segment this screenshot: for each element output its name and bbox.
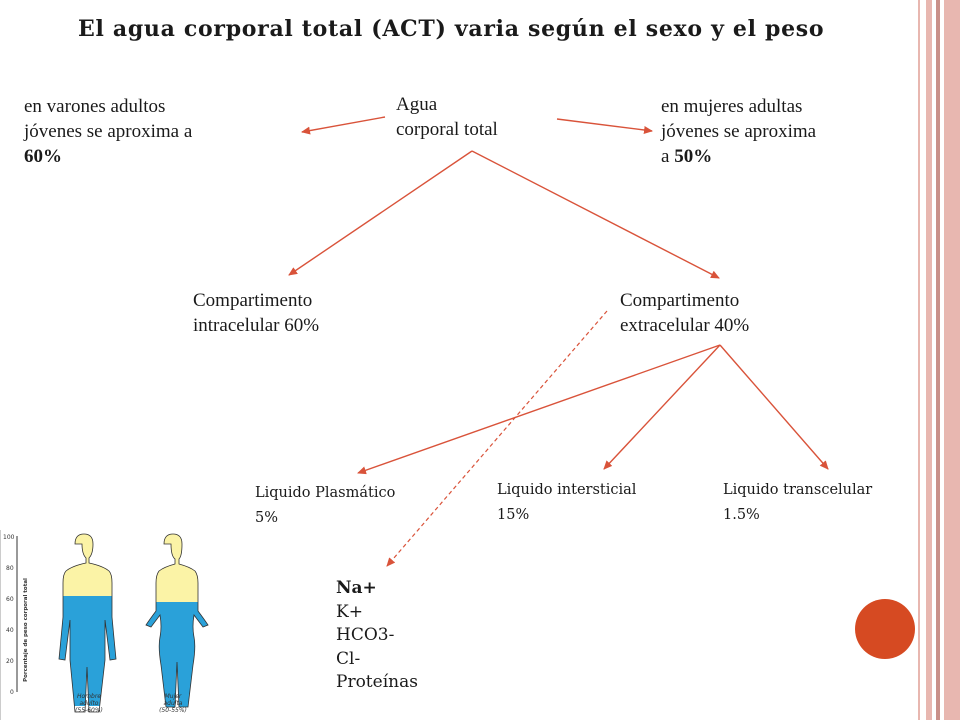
y-tick-80: 80 — [6, 565, 14, 572]
ion-bicarbonate: HCO3- — [336, 625, 395, 645]
y-tick-40: 40 — [6, 627, 14, 634]
body-water-figure: 100 80 60 40 20 0 Porcentaje de peso cor… — [0, 530, 216, 720]
female-label-1: Mujer — [165, 693, 182, 700]
node-extracellular: Compartimento extracelular 40% — [620, 288, 749, 338]
node-interstitial: Liquido intersticial 15% — [497, 478, 636, 528]
node-women: en mujeres adultas jóvenes se aproxima a… — [661, 94, 816, 169]
y-tick-100: 100 — [3, 534, 15, 541]
node-intracellular: Compartimento intracelular 60% — [193, 288, 319, 338]
node-root: Agua corporal total — [396, 92, 498, 142]
node-intracellular-line2: intracelular 60% — [193, 315, 320, 336]
node-transcellular: Liquido transcelular 1.5% — [723, 478, 872, 528]
arrow-to-extracellular — [471, 150, 720, 279]
slide-title: El agua corporal total (ACT) varia según… — [78, 16, 825, 42]
border-stripe-1 — [918, 0, 920, 720]
node-root-line1: Agua — [396, 94, 438, 115]
arrow-to-interstitial — [603, 344, 721, 470]
node-intracellular-line1: Compartimento — [193, 290, 313, 311]
node-plasma-line2: 5% — [255, 510, 279, 526]
arrow-to-transcellular — [719, 344, 829, 470]
arrow-to-plasma — [357, 344, 721, 475]
node-transcellular-line1: Liquido transcelular — [723, 482, 873, 498]
male-label-2: adulto — [80, 700, 99, 707]
node-extracellular-line2: extracelular 40% — [620, 315, 750, 336]
body-water-illustration: 100 80 60 40 20 0 Porcentaje de peso cor… — [3, 533, 209, 714]
female-range: (50-55%) — [159, 707, 187, 714]
y-axis-label: Porcentaje de peso corporal total — [23, 578, 29, 682]
node-men-line2: jóvenes se aproxima a — [24, 121, 193, 142]
accent-circle — [855, 599, 915, 659]
node-women-line2: jóvenes se aproxima — [661, 121, 817, 142]
ion-sodium: Na+ — [336, 578, 377, 598]
node-extracellular-line1: Compartimento — [620, 290, 740, 311]
arrow-to-intracellular — [288, 150, 473, 276]
node-women-prefix: a — [661, 146, 670, 167]
border-stripe-2 — [926, 0, 932, 720]
male-label-1: Hombre — [77, 693, 101, 700]
y-tick-60: 60 — [6, 596, 14, 603]
ion-proteins: Proteínas — [336, 672, 418, 692]
ion-chloride: Cl- — [336, 648, 361, 669]
dashed-arrow-to-ions — [386, 310, 608, 567]
female-label-2: adulta — [164, 700, 183, 707]
y-tick-0: 0 — [10, 689, 14, 696]
node-plasma: Liquido Plasmático 5% — [255, 481, 395, 531]
arrow-to-men — [301, 116, 386, 135]
node-root-line2: corporal total — [396, 119, 498, 140]
node-plasma-line1: Liquido Plasmático — [255, 485, 396, 501]
node-interstitial-line1: Liquido intersticial — [497, 482, 637, 498]
node-interstitial-line2: 15% — [497, 507, 530, 523]
ion-potassium: K+ — [336, 601, 363, 622]
border-stripe-4 — [944, 0, 960, 720]
arrow-to-women — [556, 118, 653, 134]
y-tick-20: 20 — [6, 658, 14, 665]
female-silhouette — [145, 533, 209, 708]
node-transcellular-line2: 1.5% — [723, 507, 760, 523]
border-stripe-3 — [936, 0, 940, 720]
node-women-line1: en mujeres adultas — [661, 96, 803, 117]
node-men-value: 60% — [24, 146, 62, 167]
male-silhouette — [58, 533, 117, 713]
node-women-value: 50% — [674, 146, 713, 167]
node-men-line1: en varones adultos — [24, 96, 166, 117]
ions-list: Na+ K+ HCO3- Cl- Proteínas — [336, 577, 418, 695]
node-men: en varones adultos jóvenes se aproxima a… — [24, 94, 192, 169]
male-range: (55-60%) — [75, 707, 103, 714]
